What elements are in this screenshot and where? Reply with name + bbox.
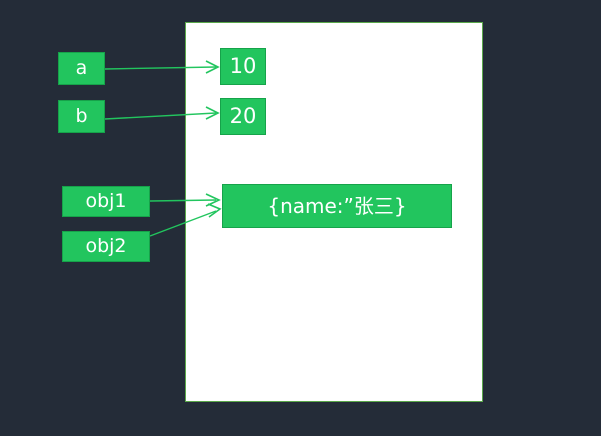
heap-value-box-20[interactable]: 20 <box>220 98 266 135</box>
variable-box-b[interactable]: b <box>58 100 105 133</box>
heap-value-label-10: 10 <box>229 54 257 78</box>
variable-label-obj1: obj1 <box>85 190 127 212</box>
variable-box-obj1[interactable]: obj1 <box>62 186 150 217</box>
variable-box-a[interactable]: a <box>58 52 105 85</box>
variable-label-obj2: obj2 <box>85 235 127 257</box>
heap-value-label-20: 20 <box>229 104 257 128</box>
variable-label-a: a <box>75 57 88 79</box>
variable-label-b: b <box>75 105 88 127</box>
variable-box-obj2[interactable]: obj2 <box>62 231 150 262</box>
heap-object-label: {name:”张三} <box>267 194 407 218</box>
heap-object-box[interactable]: {name:”张三} <box>222 184 452 228</box>
heap-value-box-10[interactable]: 10 <box>220 48 266 85</box>
